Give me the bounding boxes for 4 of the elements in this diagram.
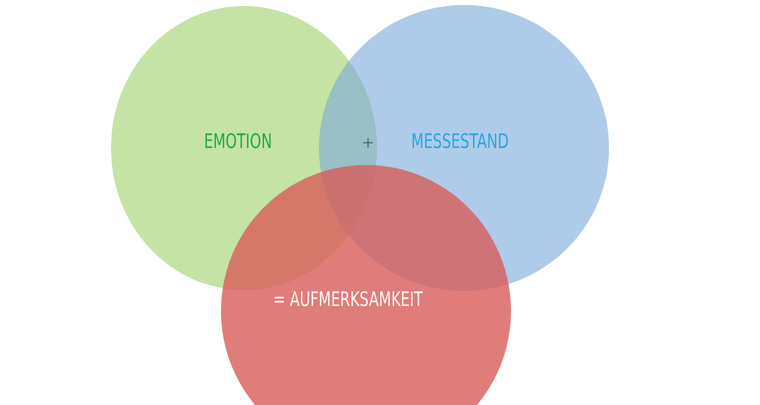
plus-sign: + xyxy=(362,136,374,150)
circle-label: = AUFMERKSAMKEIT xyxy=(273,289,423,309)
circle-label: EMOTION xyxy=(204,131,272,151)
circle-label: MESSESTAND xyxy=(411,131,509,151)
